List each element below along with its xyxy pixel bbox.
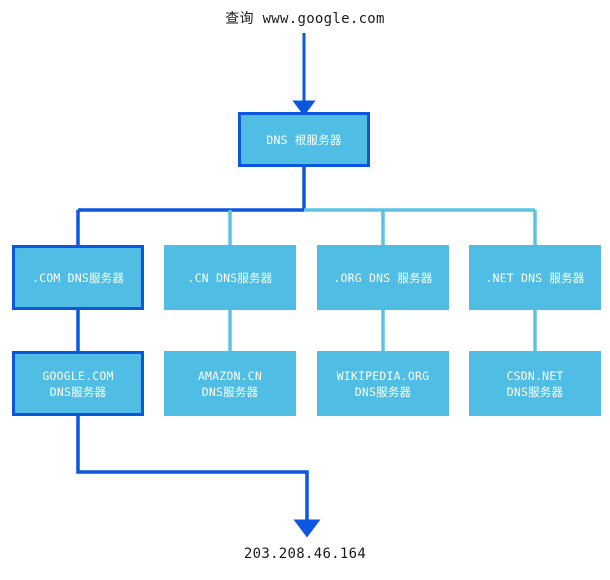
node-label-line2: DNS服务器 — [49, 384, 107, 399]
node-tld-cn[interactable]: .CN DNS服务器 — [164, 245, 296, 310]
node-auth-google-com[interactable]: GOOGLE.COM DNS服务器 — [12, 351, 144, 416]
node-label: .COM DNS服务器 — [31, 270, 125, 285]
node-label-line2: DNS服务器 — [506, 384, 564, 399]
resolved-ip-label: 203.208.46.164 — [243, 546, 367, 562]
answer-path-arrow — [76, 416, 321, 538]
node-auth-amazon-cn[interactable]: AMAZON.CN DNS服务器 — [164, 351, 296, 416]
node-label: .NET DNS 服务器 — [485, 270, 585, 285]
node-label-line2: DNS服务器 — [354, 384, 412, 399]
node-auth-csdn-net[interactable]: CSDN.NET DNS服务器 — [469, 351, 601, 416]
node-label-line1: CSDN.NET — [506, 368, 564, 383]
node-label-line2: DNS服务器 — [201, 384, 259, 399]
node-tld-com[interactable]: .COM DNS服务器 — [12, 245, 144, 310]
node-label: .ORG DNS 服务器 — [333, 270, 433, 285]
node-dns-root-server[interactable]: DNS 根服务器 — [238, 112, 370, 167]
node-label-line1: AMAZON.CN — [197, 368, 263, 383]
node-auth-wikipedia-org[interactable]: WIKIPEDIA.ORG DNS服务器 — [317, 351, 449, 416]
query-label: 查询 www.google.com — [225, 11, 385, 27]
node-tld-net[interactable]: .NET DNS 服务器 — [469, 245, 601, 310]
node-tld-org[interactable]: .ORG DNS 服务器 — [317, 245, 449, 310]
node-label: DNS 根服务器 — [266, 132, 342, 147]
node-label: .CN DNS服务器 — [187, 270, 273, 285]
node-label-line1: GOOGLE.COM — [42, 368, 114, 383]
node-label-line1: WIKIPEDIA.ORG — [336, 368, 430, 383]
